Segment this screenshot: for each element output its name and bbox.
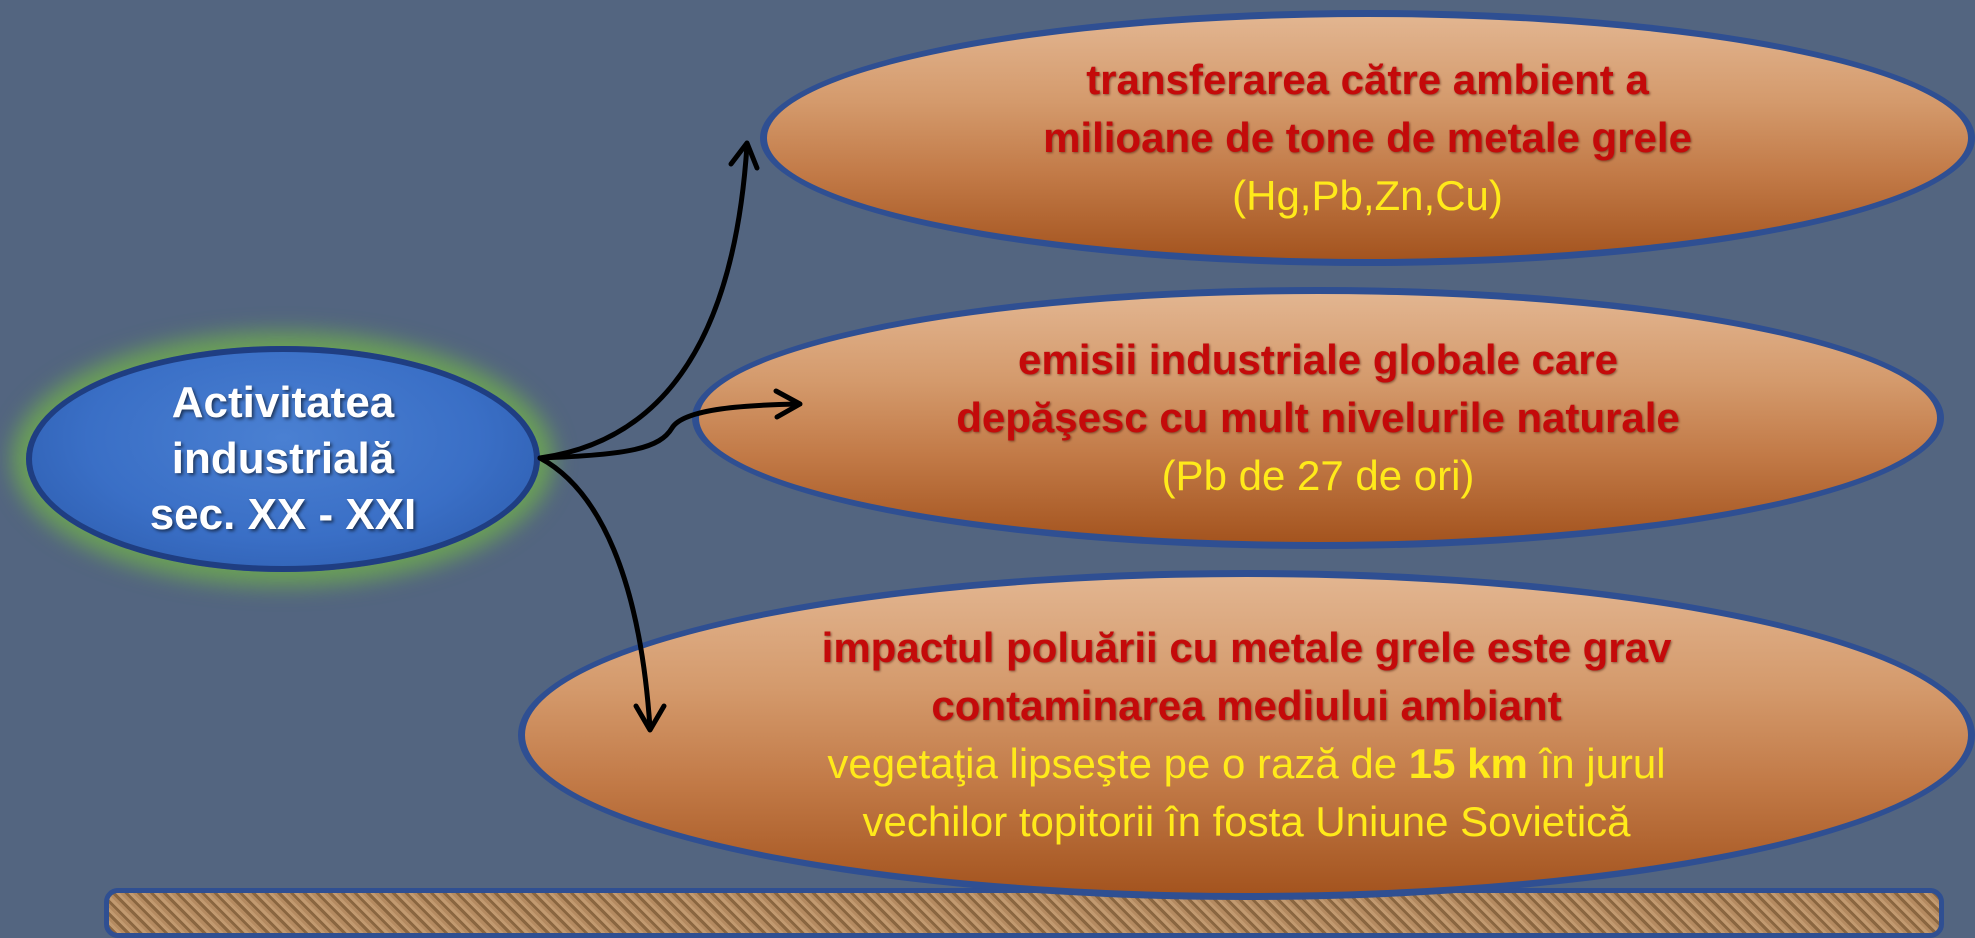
effect-ellipse-3: impactul poluării cu metale grele este g… [518,570,1975,900]
effect-3-detail-2: vechilor topitorii în fosta Uniune Sovie… [862,798,1631,845]
effect-1-detail: (Hg,Pb,Zn,Cu) [1232,172,1503,219]
source-line-2: industrială [171,434,395,483]
effect-1-line-2: milioane de tone de metale grele [1043,114,1692,161]
arrow-to-effect-3 [537,455,653,731]
connector-arrows [537,140,803,733]
effect-ellipse-2: emisii industriale globale care depăşesc… [692,287,1944,549]
source-ellipse: Activitatea industrială sec. XX - XXI [26,346,540,572]
arrow-to-effect-2 [537,401,801,461]
effect-3-detail-post: în jurul [1527,740,1666,787]
source-line-1: Activitatea [171,378,395,427]
effect-2-line-1: emisii industriale globale care [1018,336,1618,383]
effect-3-detail-1: vegetaţia lipseşte pe o rază de 15 km în… [827,735,1665,793]
effect-3-line-1: impactul poluării cu metale grele este g… [821,624,1672,671]
effect-2-detail: (Pb de 27 de ori) [1161,452,1475,499]
effect-1-line-1: transferarea către ambient a [1086,56,1649,103]
arrow-to-effect-1 [537,142,750,461]
arrow-to-effect-1-head [728,140,760,171]
effect-2-line-2: depăşesc cu mult nivelurile naturale [956,394,1680,441]
effect-ellipse-1: transferarea către ambient a milioane de… [760,10,1975,266]
arrow-to-effect-3-head [633,703,667,733]
effect-3-line-2: contaminarea mediului ambiant [931,682,1562,729]
source-line-3: sec. XX - XXI [149,490,417,539]
effect-3-detail-distance: 15 km [1408,740,1528,787]
effect-3-detail-pre: vegetaţia lipseşte pe o rază de [827,740,1409,787]
arrow-to-effect-2-head [773,388,803,420]
